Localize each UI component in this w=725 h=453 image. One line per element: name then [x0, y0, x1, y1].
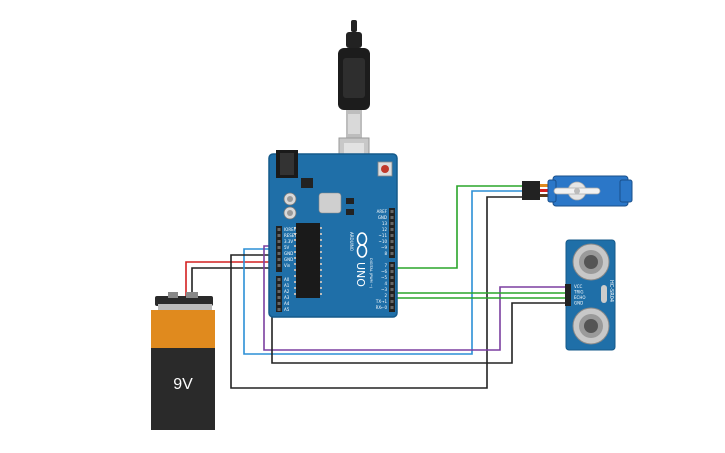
digital-pin-label: ~10: [379, 239, 388, 244]
power-pin-label: Vin: [284, 263, 291, 268]
ultrasonic-model-text: HC-SR04: [608, 280, 614, 302]
power-pin-label: 3.3V: [284, 239, 293, 244]
ultrasonic-pin-label: ECHO: [574, 295, 585, 300]
wire-servo-signal: [395, 185, 524, 269]
wire-battery-positive: [185, 261, 279, 298]
battery-label: 9V: [173, 376, 193, 393]
digital-pin-label: TX→1: [375, 299, 388, 304]
digital-header-upper[interactable]: [389, 208, 395, 258]
wire-battery-negative: [191, 267, 279, 298]
ultrasonic-pin-label: VCC: [574, 284, 583, 289]
power-pin-label: RESET: [284, 233, 297, 238]
wire-servo-vcc: [243, 190, 524, 355]
reset-button[interactable]: [381, 165, 389, 173]
digital-pin-label: AREF: [377, 209, 388, 214]
usb-cable: [338, 20, 370, 177]
power-pin-label: 5V: [284, 245, 290, 250]
analog-pin-label: A0: [284, 277, 290, 282]
digital-pin-label: 13: [382, 221, 388, 226]
arduino-uno-board[interactable]: UNO ARDUINO DIGITAL (PWM ~) IOREFRESET3.…: [268, 150, 398, 318]
power-pin-label: GND: [284, 251, 293, 256]
ultrasonic-pin-label: GND: [574, 301, 583, 306]
digital-pin-label: 12: [382, 227, 388, 232]
ultrasonic-pin-header[interactable]: [565, 284, 571, 306]
analog-pin-label: A5: [284, 307, 290, 312]
digital-pin-label: ~11: [379, 233, 388, 238]
digital-pin-label: 2: [384, 293, 387, 298]
digital-pin-label: ~6: [381, 269, 387, 274]
power-pin-label: IOREF: [284, 227, 297, 232]
ultrasonic-pin-label: TRIG: [573, 290, 584, 295]
wire-servo-gnd: [230, 196, 524, 389]
power-pin-label: GND: [284, 257, 293, 262]
board-model-text: UNO: [354, 262, 367, 287]
battery-9v[interactable]: 9V: [151, 292, 215, 430]
wire-ultra-vcc: [263, 245, 565, 351]
analog-pin-label: A1: [284, 283, 290, 288]
analog-pin-label: A3: [284, 295, 290, 300]
micro-servo[interactable]: [522, 175, 633, 207]
board-brand-text: ARDUINO: [349, 232, 354, 251]
analog-pin-label: A2: [284, 289, 290, 294]
digital-pin-label: ~9: [381, 245, 387, 250]
digital-pin-label: ~5: [381, 275, 387, 280]
digital-header-text: DIGITAL (PWM ~): [369, 258, 373, 289]
digital-pin-label: 4: [384, 281, 387, 286]
digital-pin-label: RX←0: [376, 305, 388, 310]
digital-pin-label: GND: [378, 215, 387, 220]
digital-pin-label: 7: [384, 263, 387, 268]
arduino-logo: [356, 232, 368, 258]
digital-pin-label: 8: [384, 251, 387, 256]
analog-header[interactable]: [276, 276, 282, 312]
digital-pin-label: ~3: [381, 287, 387, 292]
digital-header-lower[interactable]: [389, 262, 395, 312]
analog-pin-label: A4: [284, 301, 290, 306]
